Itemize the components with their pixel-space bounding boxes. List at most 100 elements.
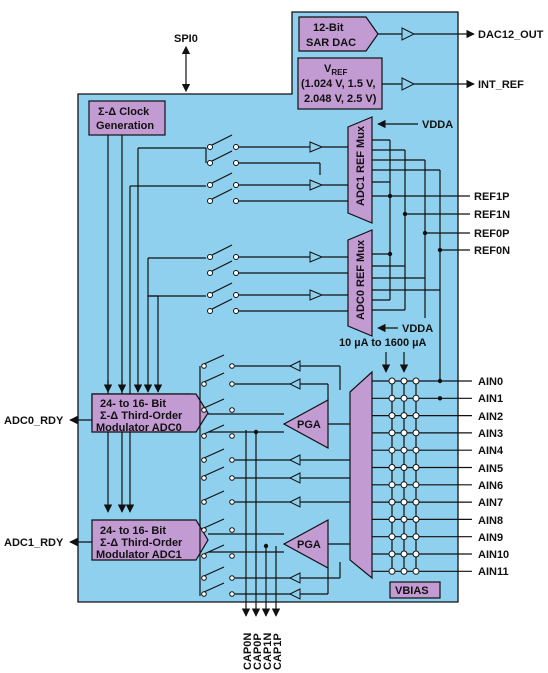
ain-switch-node [400,446,408,454]
ain-pin-4: AIN4 [478,445,504,457]
ain-switch-node [388,464,396,471]
current-label: 10 µA to 1600 µA [339,337,427,349]
ain-pins: AIN0 AIN1 AIN2 AIN3 AIN4 AIN5 AIN6 AIN7 … [478,376,509,578]
adc0-vdda-label: VDDA [402,323,433,335]
ref-wires-to-adcs [125,148,163,513]
ain-pin-3: AIN3 [478,428,503,440]
vref-block: VREF (1.024 V, 1.5 V, 2.048 V, 2.5 V) [297,57,383,110]
ain-pin-10: AIN10 [478,549,509,561]
ain-switch-node [412,446,420,454]
ain-switch-node [400,377,408,385]
cap-label-3: CAP1P [272,633,284,670]
ain-switch-node [388,377,396,385]
adc0-line2: Σ-Δ Third-Order [100,410,183,422]
cap-label-0: CAP0N [242,633,254,670]
ain-switch-node [400,394,408,402]
pga1-label: PGA [297,539,321,551]
ain-pin-8: AIN8 [478,515,503,527]
vref-title: VREF [324,63,347,77]
adc1-line1: 24- to 16- Bit [100,525,166,537]
vbias-block: VBIAS [389,581,441,599]
ain-switch-node [400,567,408,575]
cap-labels: CAP0N CAP0P CAP1N CAP1P [242,633,284,670]
ain-switch-node [388,394,396,402]
dac-line1: 12-Bit [313,22,344,34]
ain-switch-node [412,412,420,420]
input-mux [349,370,373,580]
ain-pin-9: AIN9 [478,532,503,544]
clock-line1: Σ-Δ Clock [98,106,150,118]
ain-switch-node [412,394,420,402]
adc0-modulator-block: 24- to 16- Bit Σ-Δ Third-Order Modulator… [91,393,209,434]
adc0-ref-switches [148,244,348,314]
vref-buffer-icon [401,77,416,91]
ain-switch-node [412,567,420,575]
ain-pin-1: AIN1 [478,393,503,405]
clock-line2: Generation [96,120,154,132]
adc1-vdda-label: VDDA [422,119,453,131]
ain-switch-node [412,429,420,437]
ain-pin-5: AIN5 [478,463,503,475]
ain-switch-node [412,550,420,558]
ain-switch-node [388,550,396,558]
adc1-line3: Modulator ADC1 [96,549,182,561]
ain-switch-node [388,446,396,454]
ain-switch-node [388,412,396,420]
cap-wires [241,429,281,617]
ain-pin-2: AIN2 [478,411,503,423]
ain-switch-node [400,550,408,558]
ain-switch-node [400,412,408,420]
ain-switch-node [400,464,408,471]
ain-junction-dot [437,396,443,401]
ain-switch-node [412,377,420,385]
adc0-line1: 24- to 16- Bit [100,398,166,410]
ain-junction-dot [437,378,443,384]
ain-switch-node [412,464,420,471]
ain-switch-node [400,481,408,489]
dac-buffer-icon [401,27,416,41]
adc1-modulator-block: 24- to 16- Bit Σ-Δ Third-Order Modulator… [91,519,209,561]
cap-label-2: CAP1N [262,633,274,670]
clock-generation-block: Σ-Δ Clock Generation [88,100,166,136]
ain-switch-node [412,515,420,523]
cap-label-1: CAP0P [252,633,264,670]
ref-pins: REF1P REF1N REF0P REF0N [390,191,510,257]
ain-pin-11: AIN11 [478,566,509,578]
vref-line1: (1.024 V, 1.5 V, [301,78,375,90]
adc1-ref-switches [138,134,348,204]
ain-switch-node [400,498,408,506]
ain-switch-node [400,515,408,523]
dac-line2: SAR DAC [306,37,356,49]
sar-dac-block: 12-Bit SAR DAC [298,16,379,52]
ain-switch-node [388,515,396,523]
ain-pin-6: AIN6 [478,480,503,492]
ain-pin-0: AIN0 [478,376,503,388]
ref-pin-2: REF0P [474,228,509,240]
ain-switch-node [412,498,420,506]
pga0-label: PGA [297,419,321,431]
ref-bus [372,139,443,380]
adc1-line2: Σ-Δ Third-Order [100,537,183,549]
vbias-label: VBIAS [395,585,429,597]
ain-switch-node [400,429,408,437]
ain-crossbar [372,377,472,575]
spi-label: SPI0 [174,33,198,45]
vref-line2: 2.048 V, 2.5 V) [304,93,377,105]
ain-switch-node [388,567,396,575]
adc1-rdy-label: ADC1_RDY [4,537,64,549]
ref-pin-3: REF0N [474,245,510,257]
adc1-mux-label: ADC1 REF Mux [355,125,367,206]
adc0-mux-label: ADC0 REF Mux [355,239,367,320]
ain-pin-7: AIN7 [478,497,503,509]
ain-switch-node [388,481,396,489]
ain-switch-node [388,498,396,506]
ain-switch-node [388,429,396,437]
ain-switch-node [388,533,396,541]
vref-out-label: INT_REF [478,79,524,91]
adc0-line3: Modulator ADC0 [96,422,182,434]
ref-pin-0: REF1P [474,191,509,203]
ain-switch-node [412,533,420,541]
ain-switch-node [412,481,420,489]
adc0-ref-mux: ADC0 REF Mux [347,229,373,337]
